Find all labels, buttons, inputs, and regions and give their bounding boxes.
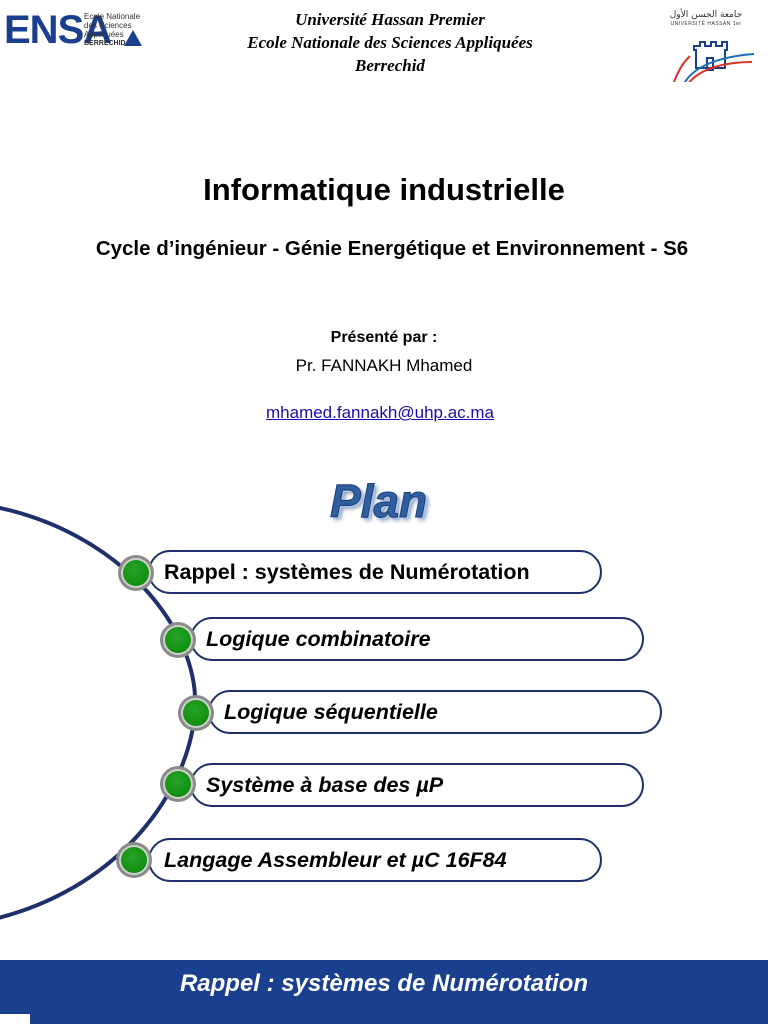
uhp-logo: جامعة الحسن الأول UNIVERSITÉ HASSAN 1er [656, 10, 756, 82]
uhp-logo-arabic: جامعة الحسن الأول [669, 10, 743, 20]
plan-bullet-icon [163, 769, 193, 799]
presented-by-label: Présenté par : [330, 329, 438, 346]
plan-bullet-icon [163, 625, 193, 655]
ensa-logo-line: Ecole Nationale [84, 12, 141, 21]
plan-item-label: Système à base des µP [206, 772, 444, 797]
ensa-logo-line: des Sciences [84, 21, 132, 30]
plan-item-numeration[interactable]: Rappel : systèmes de Numérotation [148, 550, 602, 594]
plan-item-assembleur[interactable]: Langage Assembleur et µC 16F84 [148, 838, 602, 882]
section-header-bar [0, 960, 768, 1024]
plan-item-label: Logique séquentielle [224, 699, 438, 724]
plan-bullet-icon [181, 698, 211, 728]
plan-item-label: Langage Assembleur et µC 16F84 [164, 847, 507, 872]
uhp-logo-latin: UNIVERSITÉ HASSAN 1er [670, 21, 742, 27]
city-name: Berrechid [355, 56, 425, 75]
ensa-logo-text: Ecole Nationale des Sciences Appliquées … [84, 12, 146, 48]
ensa-logo-word: ENSA [4, 8, 112, 52]
ensa-logo: ENSA Ecole Nationale des Sciences Appliq… [4, 8, 144, 52]
ensa-logo-line: BERRECHID [84, 40, 126, 47]
page-title: Informatique industrielle [203, 172, 565, 207]
plan-bullet-icon [121, 558, 151, 588]
plan-item-microprocessor[interactable]: Système à base des µP [190, 763, 644, 807]
presenter-name: Pr. FANNAKH Mhamed [295, 356, 473, 375]
plan-item-sequentielle[interactable]: Logique séquentielle [208, 690, 662, 734]
section-corner-decoration [0, 1014, 30, 1024]
plan-bullet-icon [119, 845, 149, 875]
plan-item-label: Logique combinatoire [206, 626, 431, 651]
university-header: Université Hassan Premier Ecole National… [160, 8, 620, 77]
section-title: Rappel : systèmes de Numérotation [179, 970, 589, 997]
ensa-logo-triangle-icon [124, 30, 142, 46]
page-subtitle: Cycle d’ingénieur - Génie Energétique et… [95, 237, 689, 260]
plan-item-label: Rappel : systèmes de Numérotation [164, 559, 530, 584]
presenter-email-link[interactable]: mhamed.fannakh@uhp.ac.ma [266, 403, 494, 422]
plan-item-combinatoire[interactable]: Logique combinatoire [190, 617, 644, 661]
uhp-emblem-icon [673, 41, 755, 82]
plan-title: Plan [329, 475, 428, 528]
ensa-logo-line: Appliquées [84, 30, 124, 39]
school-name: Ecole Nationale des Sciences Appliquées [247, 33, 533, 52]
university-name: Université Hassan Premier [295, 10, 485, 29]
